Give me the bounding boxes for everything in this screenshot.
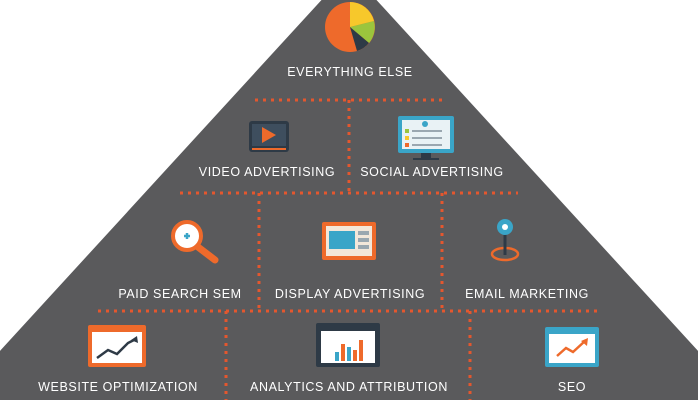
label-display-advertising: DISPLAY ADVERTISING: [275, 287, 425, 301]
magnifier-icon: [171, 220, 219, 264]
label-paid-search-sem: PAID SEARCH SEM: [118, 287, 241, 301]
social-monitor-icon: [398, 116, 454, 160]
label-video-advertising: VIDEO ADVERTISING: [199, 165, 335, 179]
label-email-marketing: EMAIL MARKETING: [465, 287, 589, 301]
label-seo: SEO: [558, 380, 586, 394]
label-everything-else: EVERYTHING ELSE: [287, 65, 412, 79]
label-social-advertising: SOCIAL ADVERTISING: [360, 165, 503, 179]
label-website-optimization: WEBSITE OPTIMIZATION: [38, 380, 198, 394]
bar-chart-icon: [316, 323, 380, 367]
line-chart-icon: [88, 325, 146, 367]
map-pin-icon: [490, 219, 520, 262]
display-ad-icon: [322, 222, 376, 260]
seo-trend-icon: [545, 327, 599, 367]
video-player-icon: [249, 121, 289, 152]
tier-dividers: [98, 98, 600, 400]
pie-chart-icon: [325, 2, 375, 52]
label-analytics-and-attribution: ANALYTICS AND ATTRIBUTION: [250, 380, 448, 394]
